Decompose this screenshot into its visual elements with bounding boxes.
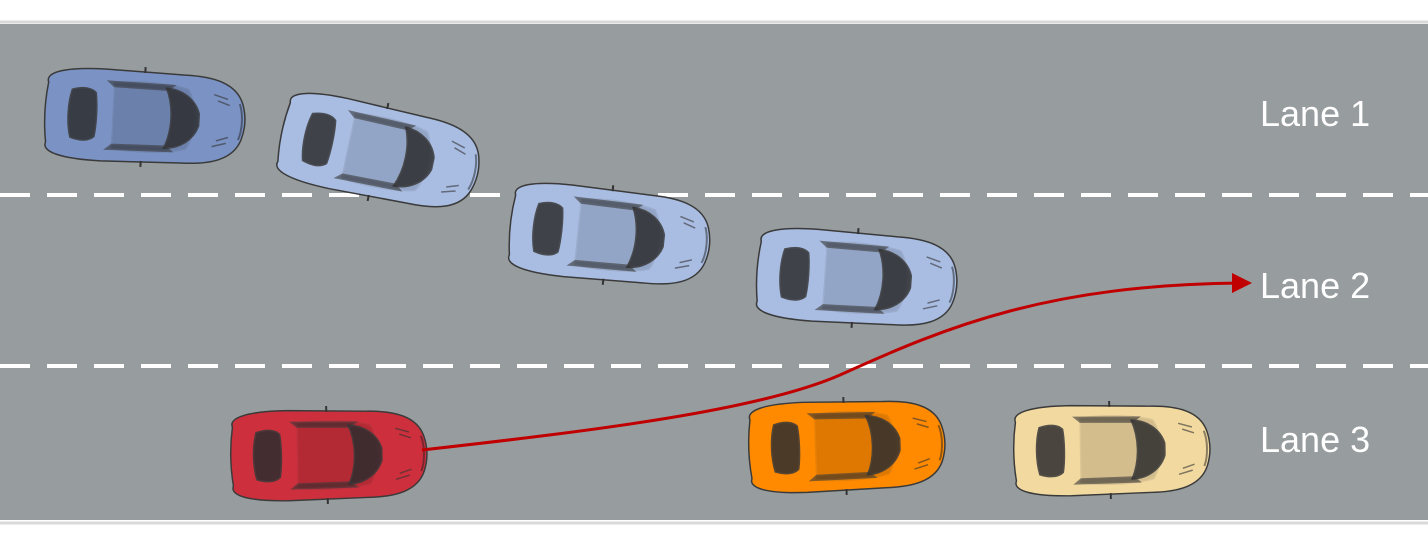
lane-1-label: Lane 1 [1260,93,1370,134]
orange-car [746,392,948,500]
yellow-car-ghost [1011,398,1212,502]
lane-2-label: Lane 2 [1260,265,1370,306]
lane-change-trajectory [421,281,1241,452]
red-car-ego [228,403,429,507]
lane-3-label: Lane 3 [1260,419,1370,460]
trajectory-arrowhead [1232,273,1252,293]
